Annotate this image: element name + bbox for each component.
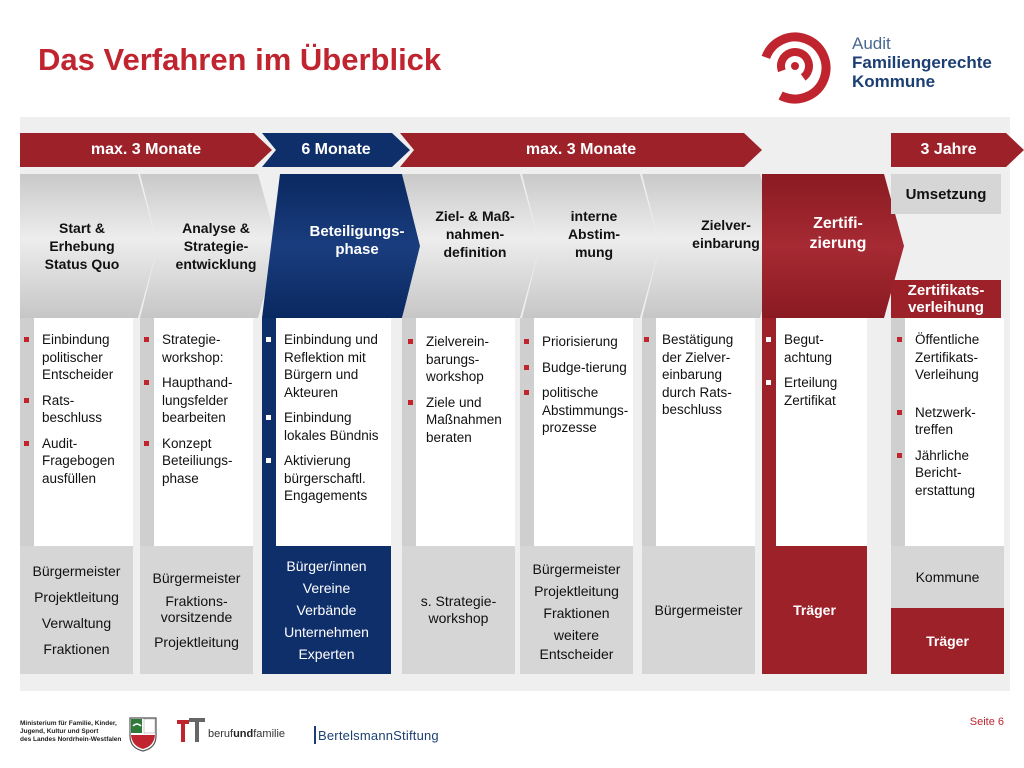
column-bar: [20, 318, 34, 546]
column-bar: [520, 318, 534, 546]
list-item: Netzwerk-treffen: [897, 404, 1001, 439]
list-item: Aktivierung bürgerschaftl. Engagements: [266, 452, 390, 505]
banner-phase-2: 6 Monate: [262, 133, 410, 167]
logo-line-2: Familiengerechte: [852, 53, 992, 72]
actors-zielvereinbarung: Bürgermeister: [642, 546, 755, 674]
actors-zertifizierung: Träger: [762, 546, 867, 674]
logo-text: Audit Familiengerechte Kommune: [852, 34, 992, 91]
list-item: Budge-tierung: [524, 359, 634, 377]
banner-label: max. 3 Monate: [525, 141, 637, 158]
column-bar: [402, 318, 416, 546]
berufundfamilie-logo-icon: [177, 718, 205, 742]
column-bar: [762, 318, 776, 546]
logo-line-3: Kommune: [852, 72, 936, 91]
list-item: Begut-achtung: [766, 331, 864, 366]
list-item: politische Abstimmungs-prozesse: [524, 384, 634, 437]
list-item: Einbindung und Reflektion mit Bürgern un…: [266, 331, 390, 401]
list-item: Ziele und Maßnahmen beraten: [408, 394, 514, 447]
actors-umsetzung: Kommune: [891, 546, 1004, 608]
phase-zertifizierung: Zertifi-zierung: [762, 174, 904, 318]
list-item: Bestätigung der Zielver-einbarung durch …: [644, 331, 752, 419]
list-item: Strategie-workshop:: [144, 331, 250, 366]
banner-label: 3 Jahre: [920, 141, 977, 158]
zertifikatsverleihung-box: Zertifikats-verleihung: [891, 280, 1001, 318]
column-abstimmung: [534, 318, 633, 546]
ministry-text: Ministerium für Familie, Kinder, Jugend,…: [20, 720, 122, 743]
list-item: Einbindung politischer Entscheider: [24, 331, 132, 384]
column-umsetzung: [905, 318, 1004, 546]
list-ziel: Zielverein-barungs-workshop Ziele und Ma…: [408, 333, 514, 454]
column-bar: [642, 318, 656, 546]
list-zielvereinbarung: Bestätigung der Zielver-einbarung durch …: [644, 331, 752, 427]
bertelsmann-text: BertelsmannStiftung: [318, 728, 439, 743]
list-item: Einbindung lokales Bündnis: [266, 409, 390, 444]
column-bar: [262, 318, 276, 546]
column-ziel: [416, 318, 515, 546]
list-item: Konzept Beteiliungs-phase: [144, 435, 250, 488]
column-bar: [891, 318, 905, 546]
phase-zielvereinbarung: Zielver-einbarung: [642, 174, 780, 318]
list-item: Audit-Fragebogen ausfüllen: [24, 435, 132, 488]
actors-umsetzung-traeger: Träger: [891, 608, 1004, 674]
list-start: Einbindung politischer Entscheider Rats-…: [24, 331, 132, 495]
nrw-crest-icon: [129, 717, 157, 752]
list-beteiligung: Einbindung und Reflektion mit Bürgern un…: [266, 331, 390, 513]
logo-line-1: Audit: [852, 34, 891, 53]
phase-analyse: Analyse &Strategie-entwicklung: [140, 174, 278, 318]
column-beteiligung: [276, 318, 391, 546]
phase-beteiligung: Beteiligungs-phase: [262, 174, 422, 318]
column-start: [34, 318, 133, 546]
page-title: Das Verfahren im Überblick: [38, 42, 442, 77]
column-zertifizierung: [776, 318, 867, 546]
actors-ziel: s. Strategie-workshop: [402, 546, 515, 674]
list-analyse: Strategie-workshop: Haupthand-lungsfelde…: [144, 331, 250, 495]
list-zertifizierung: Begut-achtung Erteilung Zertifikat: [766, 331, 864, 417]
phase-ziel: Ziel- & Maß-nahmen-definition: [402, 174, 540, 318]
page-number: Seite 6: [969, 716, 1004, 728]
column-analyse: [154, 318, 253, 546]
column-bar: [140, 318, 154, 546]
berufundfamilie-text: berufundfamilie: [208, 728, 286, 740]
banner-phase-4: 3 Jahre: [891, 133, 1024, 167]
bertelsmann-divider: [314, 726, 316, 744]
umsetzung-box: Umsetzung: [891, 174, 1001, 214]
banner-phase-1: max. 3 Monate: [20, 133, 272, 167]
banner-label: max. 3 Monate: [90, 141, 202, 158]
list-umsetzung: Öffentliche Zertifikats-Verleihung Netzw…: [897, 331, 1001, 507]
column-zielvereinbarung: [656, 318, 755, 546]
banner-phase-3: max. 3 Monate: [400, 133, 762, 167]
list-item: Rats-beschluss: [24, 392, 132, 427]
list-abstimmung: Priorisierung Budge-tierung politische A…: [524, 333, 634, 445]
list-item: Öffentliche Zertifikats-Verleihung: [897, 331, 1001, 384]
list-item: Jährliche Bericht-erstattung: [897, 447, 1001, 500]
list-item: Haupthand-lungsfelder bearbeiten: [144, 374, 250, 427]
list-item: Erteilung Zertifikat: [766, 374, 864, 409]
audit-logo-icon: [759, 32, 831, 104]
list-item: Zielverein-barungs-workshop: [408, 333, 514, 386]
list-item: Priorisierung: [524, 333, 634, 351]
banner-label: 6 Monate: [301, 141, 371, 158]
